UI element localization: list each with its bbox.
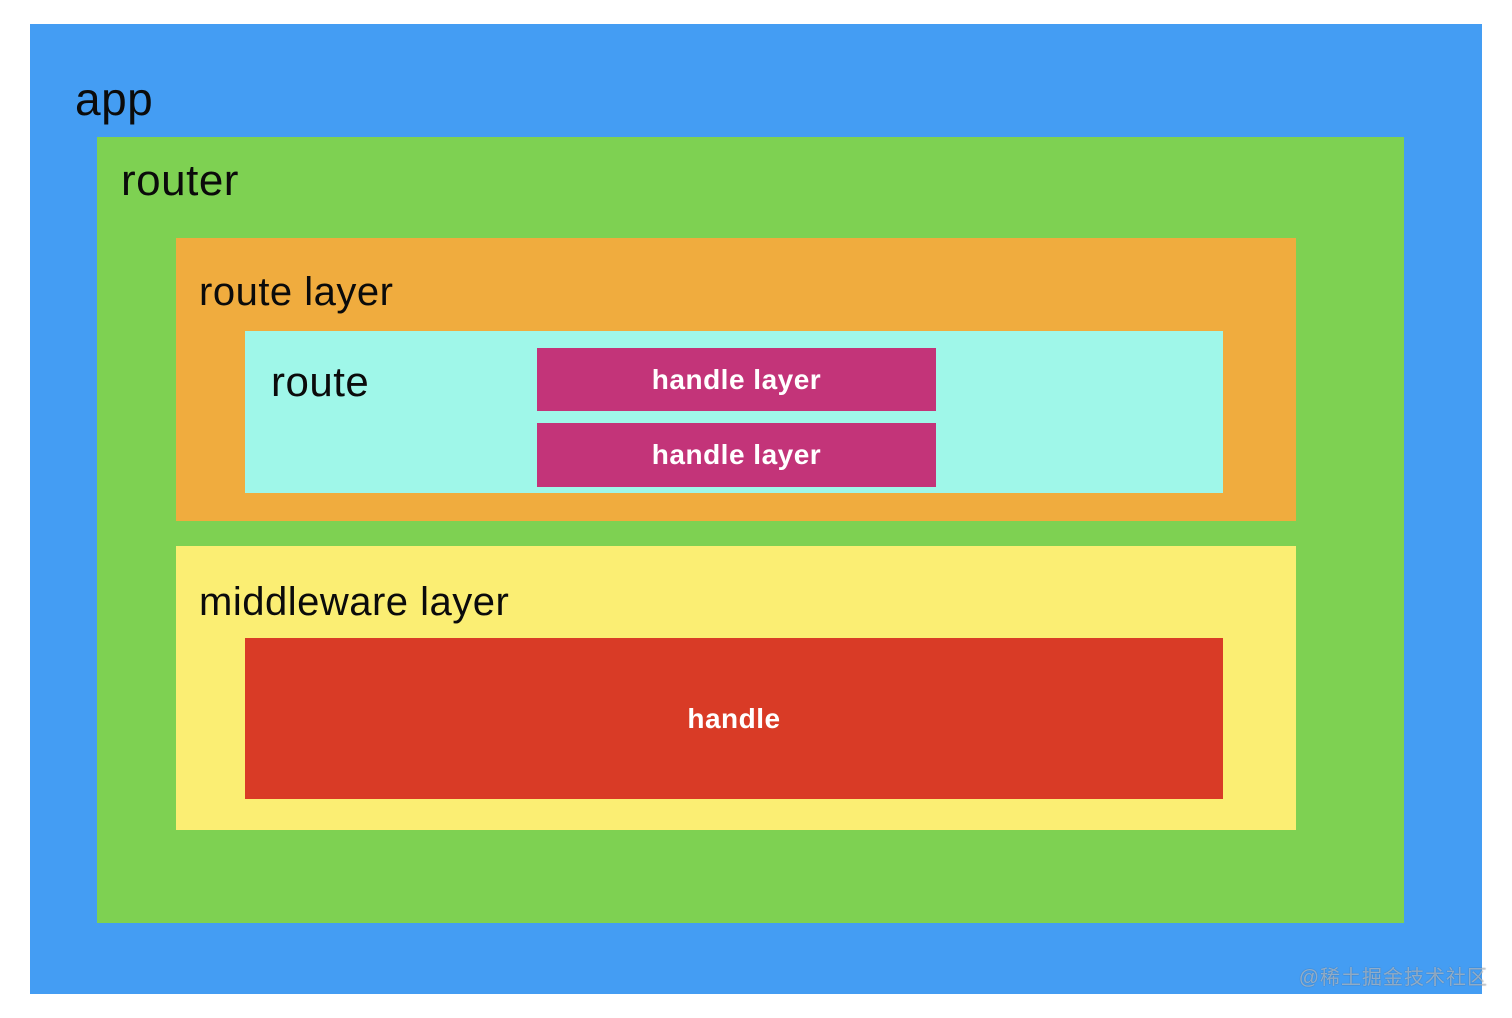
route-box: route handle layer handle layer	[245, 331, 1223, 493]
handle-layer-box-1: handle layer	[537, 348, 936, 411]
route-label: route	[271, 358, 370, 405]
middleware-layer-label: middleware layer	[199, 580, 510, 624]
middleware-layer-box: middleware layer handle	[176, 546, 1296, 830]
route-layer-label: route layer	[199, 270, 394, 314]
handle-layer-box-2: handle layer	[537, 423, 936, 487]
app-label: app	[75, 73, 154, 125]
handle-box: handle	[245, 638, 1223, 799]
router-box: router route layer route handle layer ha…	[97, 137, 1404, 923]
handle-layer-label-2: handle layer	[651, 439, 822, 470]
handle-label: handle	[687, 702, 781, 734]
app-box: app router route layer route handle laye…	[30, 24, 1482, 994]
router-label: router	[121, 156, 239, 205]
watermark: @稀土掘金技术社区	[1298, 967, 1488, 989]
route-layer-box: route layer route handle layer handle la…	[176, 238, 1296, 521]
handle-layer-label-1: handle layer	[651, 363, 822, 395]
